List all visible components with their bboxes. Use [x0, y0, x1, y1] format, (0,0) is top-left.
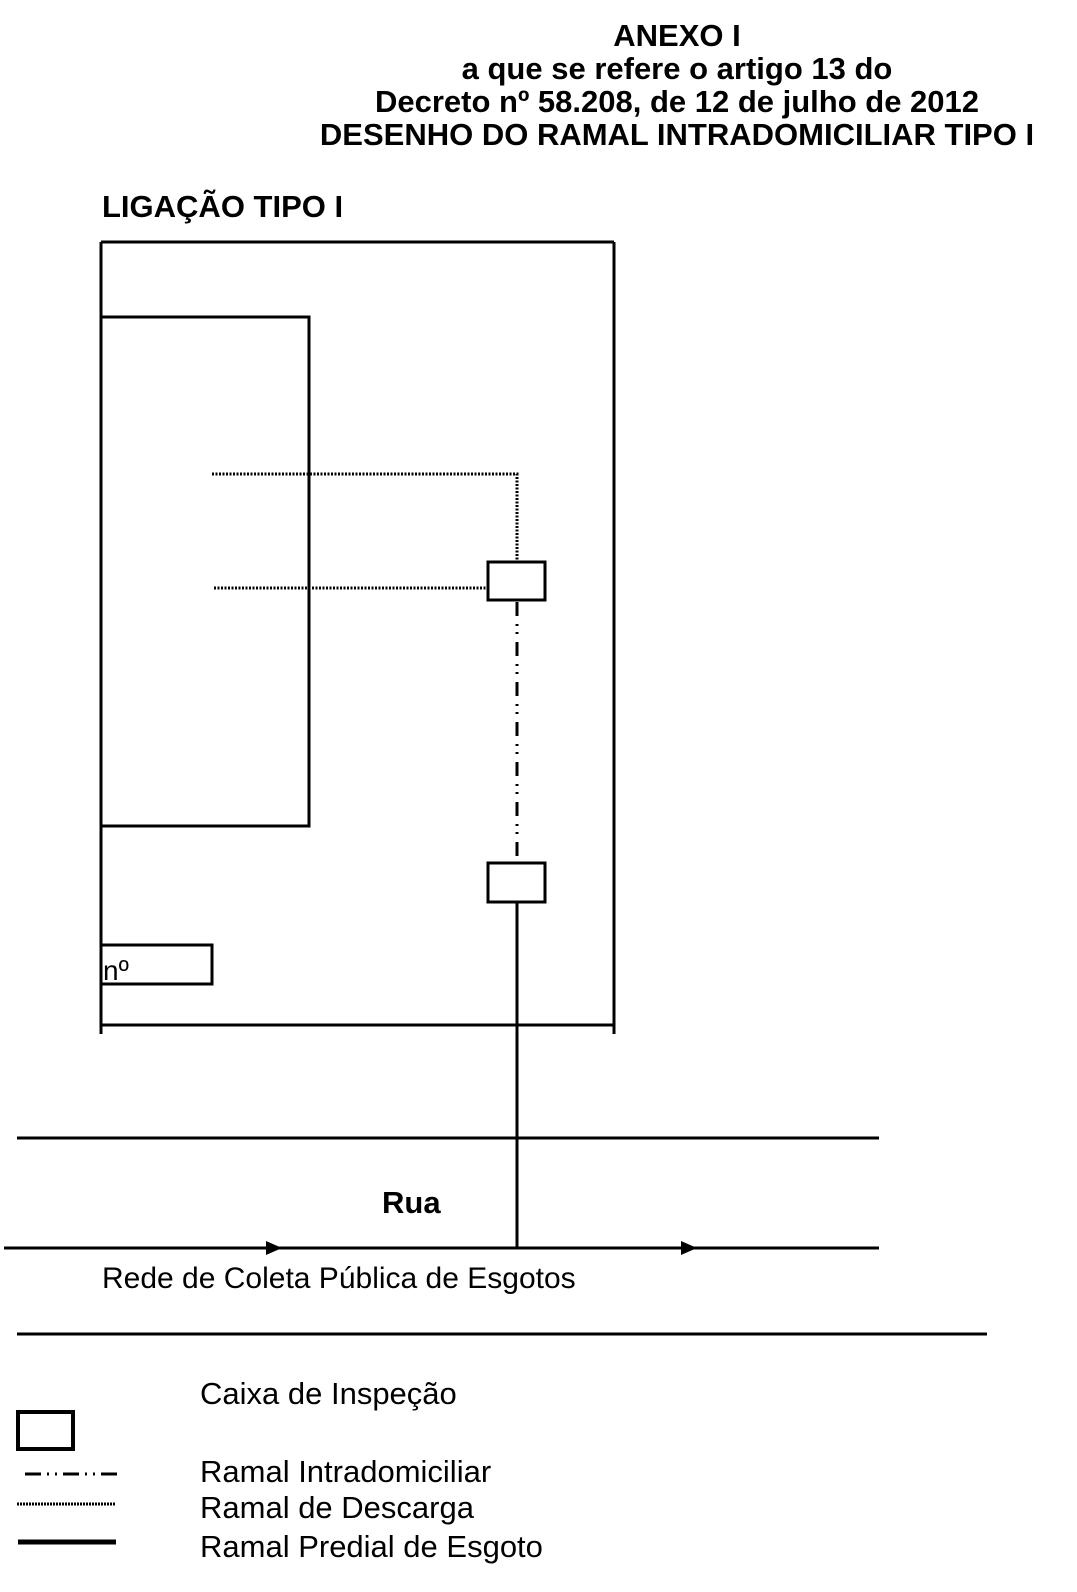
legend-inspection-box-icon [16, 1410, 75, 1451]
title-line-4: DESENHO DO RAMAL INTRADOMICILIAR TIPO I [319, 117, 1035, 152]
legend-label-intradomiciliary: Ramal Intradomiciliar [200, 1454, 492, 1489]
house-number-label: nº [103, 955, 129, 986]
inspection-box-2 [486, 861, 547, 904]
legend-label-discharge: Ramal de Descarga [200, 1490, 474, 1525]
title-line-3: Decreto nº 58.208, de 12 de julho de 201… [374, 84, 980, 119]
flow-arrow-1-icon [266, 1241, 282, 1255]
title-line-2: a que se refere o artigo 13 do [461, 51, 893, 86]
house-number-box [99, 943, 214, 986]
street-label: Rua [382, 1185, 441, 1220]
subtitle: LIGAÇÃO TIPO I [102, 189, 344, 224]
network-label: Rede de Coleta Pública de Esgotos [102, 1262, 576, 1295]
flow-arrow-2-icon [681, 1241, 697, 1255]
title-line-1: ANEXO I [613, 18, 741, 53]
building-outline [99, 315, 311, 828]
legend-label-inspection-box: Caixa de Inspeção [200, 1376, 457, 1411]
inspection-box-1 [486, 560, 547, 602]
lot-outline [99, 240, 616, 1034]
legend-label-building-sewer: Ramal Predial de Esgoto [200, 1529, 543, 1564]
discharge-branch-1 [212, 472, 519, 562]
